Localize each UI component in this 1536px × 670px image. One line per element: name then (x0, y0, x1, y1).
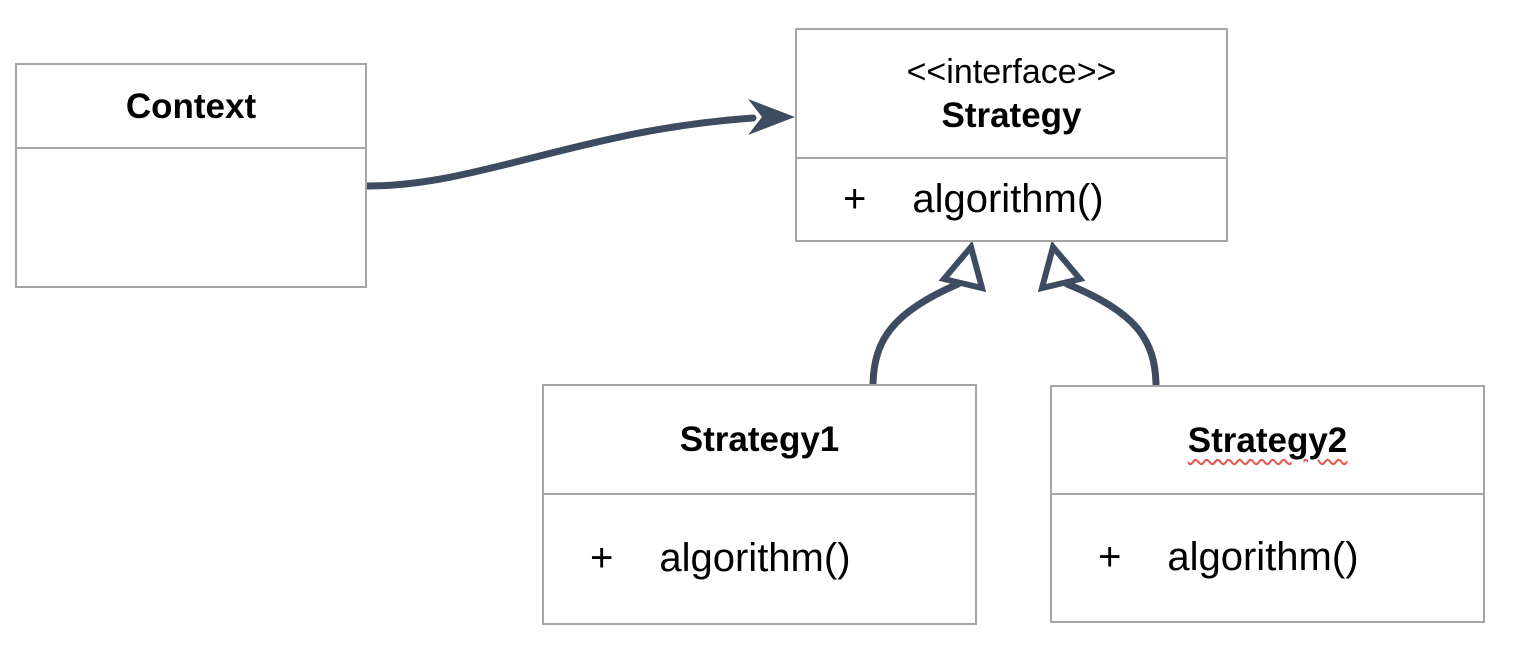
method-row: + algorithm() (1052, 535, 1359, 580)
stereotype-label: <<interface>> (906, 52, 1117, 91)
class-title-compartment: Strategy2 (1052, 387, 1483, 495)
class-box-strategy2[interactable]: Strategy2 + algorithm() (1050, 385, 1485, 623)
class-box-context[interactable]: Context (15, 63, 367, 288)
class-title-compartment: Strategy1 (544, 386, 975, 495)
class-methods-compartment: + algorithm() (797, 159, 1226, 240)
method-visibility: + (843, 177, 867, 221)
class-name-strategy1: Strategy1 (679, 420, 840, 459)
method-visibility: + (1098, 534, 1122, 579)
class-box-strategy1[interactable]: Strategy1 + algorithm() (542, 384, 977, 625)
method-visibility: + (590, 535, 614, 580)
association-arrowhead-icon (748, 99, 795, 135)
class-methods-compartment: + algorithm() (1052, 495, 1483, 619)
class-title-compartment: <<interface>> Strategy (797, 30, 1226, 159)
realization-arrowhead-strategy1-icon (938, 240, 987, 293)
class-name-strategy2: Strategy2 (1187, 420, 1348, 460)
association-connector-context-to-strategy[interactable] (363, 114, 757, 190)
class-methods-compartment: + algorithm() (544, 495, 975, 621)
class-title-compartment: Context (17, 65, 365, 149)
method-row: + algorithm() (544, 536, 851, 581)
class-name-context: Context (125, 86, 257, 126)
method-row: + algorithm() (797, 177, 1104, 222)
method-signature: algorithm() (659, 535, 851, 580)
realization-arrowhead-strategy2-icon (1037, 240, 1086, 293)
class-box-strategy[interactable]: <<interface>> Strategy + algorithm() (795, 28, 1228, 242)
realization-connector-strategy1-to-strategy[interactable] (869, 280, 962, 388)
method-signature: algorithm() (912, 177, 1104, 221)
class-name-strategy: Strategy (941, 95, 1082, 135)
method-signature: algorithm() (1167, 534, 1359, 579)
realization-connector-strategy2-to-strategy[interactable] (1063, 280, 1160, 388)
